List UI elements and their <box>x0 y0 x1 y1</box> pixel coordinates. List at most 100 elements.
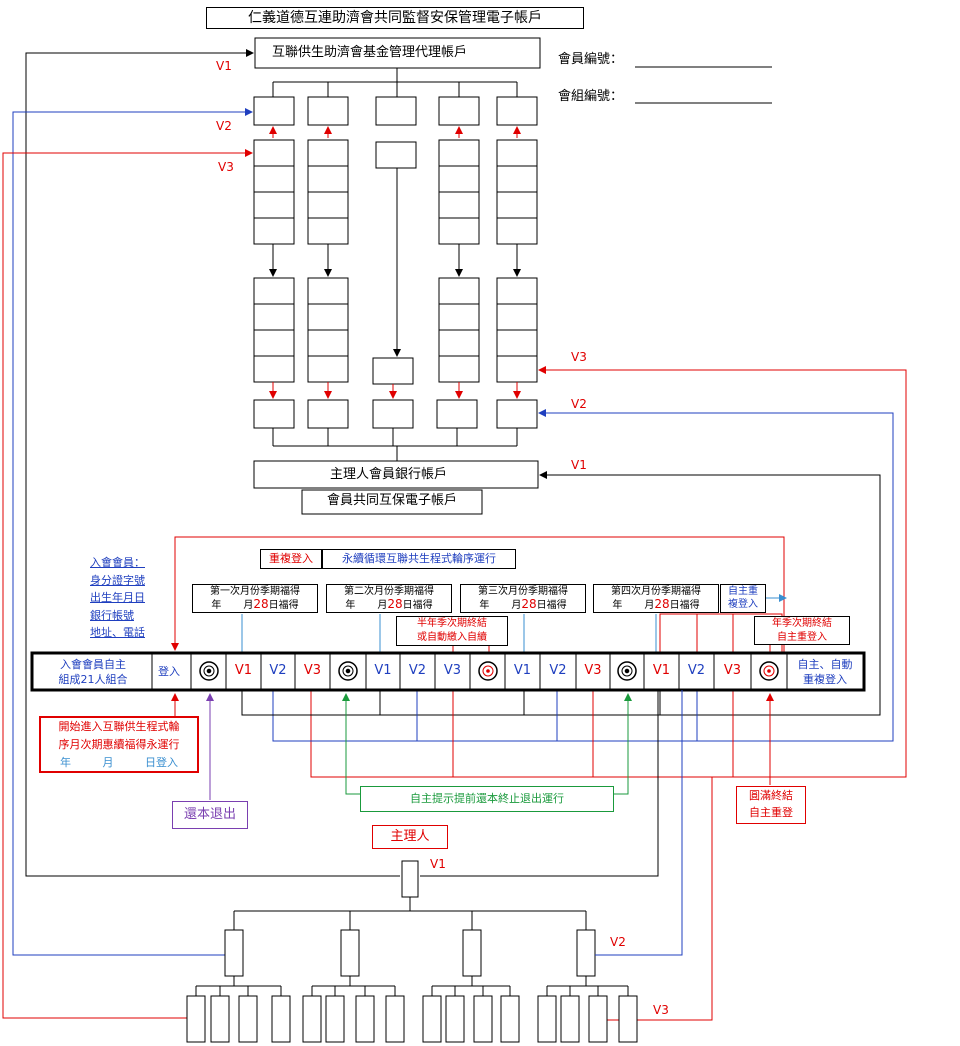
bottom-box-2 <box>307 399 349 429</box>
period-year: 年 <box>211 600 222 611</box>
join-info-id: 身分證字號 <box>90 573 145 587</box>
member-leaf-node <box>302 995 322 1043</box>
member-leaf-node <box>473 995 493 1043</box>
start-box: 開始進入互聯供生程式輪 序月次期惠續福得永運行 年 月 日登入 <box>39 716 199 773</box>
flow-label-v3-right: V3 <box>571 350 587 364</box>
period-day-suffix: 日福得 <box>402 600 433 611</box>
sub-node-4 <box>576 929 596 977</box>
strip-last-cell: 自主、自動 重複登入 <box>788 657 862 687</box>
sub-node-2 <box>340 929 360 977</box>
half-year-end-line1: 半年季次期終結 <box>417 618 487 629</box>
period-date: 年月28日福得 <box>461 598 585 612</box>
period-date: 年 月28日福得 <box>594 598 718 612</box>
strip-login: 登入 <box>158 665 180 678</box>
flow-label-v1-right: V1 <box>571 458 587 472</box>
period-day-suffix: 日福得 <box>669 600 700 611</box>
period-box-1: 第一次月份季期福得年月28日福得 <box>192 584 318 613</box>
join-info-birth: 出生年月日 <box>90 591 145 604</box>
period-day-suffix: 日福得 <box>268 600 299 611</box>
period-year: 年 <box>612 600 623 611</box>
flow-label-v3-top: V3 <box>218 160 234 174</box>
half-year-end-line2: 或自動繳入自續 <box>417 632 487 643</box>
period-day-suffix: 日福得 <box>536 600 567 611</box>
join-info-bank: 銀行帳號 <box>90 608 134 622</box>
member-leaf-node <box>325 995 345 1043</box>
cycle-strip <box>30 651 866 692</box>
v1-return-line-left <box>25 49 400 877</box>
member-leaf-node <box>588 995 608 1043</box>
period-month: 月 <box>377 600 388 611</box>
v3-line-right <box>310 366 907 778</box>
fund-account-label: 互聯供生助濟會基金管理代理帳戶 <box>272 45 468 60</box>
strip-v1-cell: V1 <box>513 663 532 678</box>
member-leaf-node <box>560 995 580 1043</box>
fund-account-box <box>254 37 541 69</box>
year-end-line2: 自主重登入 <box>777 632 827 643</box>
top-box-2 <box>307 96 349 126</box>
complete-end-box: 圓滿終結 自主重登 <box>736 786 806 824</box>
flow-label-v2-right: V2 <box>571 397 587 411</box>
period-month: 月 <box>511 600 522 611</box>
top-box-3 <box>375 96 417 126</box>
period-box-2: 第二次月份季期福得年 月28日福得 <box>326 584 452 613</box>
refund-exit-box: 還本退出 <box>172 801 248 829</box>
target-icon <box>199 661 637 681</box>
period-title: 第三次月份季期福得 <box>478 586 568 597</box>
start-date-year: 年 <box>60 756 71 769</box>
period-box-3: 第三次月份季期福得年月28日福得 <box>460 584 586 613</box>
strip-v1-cell: V1 <box>234 663 253 678</box>
strip-v3-cell: V3 <box>443 663 462 678</box>
member-leaf-node <box>186 995 206 1043</box>
strip-v2-cell: V2 <box>408 663 427 678</box>
period-title: 第四次月份季期福得 <box>611 586 701 597</box>
member-leaf-node <box>271 995 291 1043</box>
bottom-box-5 <box>496 399 538 429</box>
period-month: 月 <box>644 600 655 611</box>
period-title: 第一次月份季期福得 <box>210 586 300 597</box>
sub-node-1 <box>224 929 244 977</box>
bottom-box-3 <box>372 399 414 429</box>
self-relogin-line1: 自主重 <box>728 586 758 597</box>
v3-return-line-left <box>2 149 253 1019</box>
group-no-label: 會組編號： <box>558 89 624 104</box>
period-day: 28 <box>387 597 403 611</box>
period-day: 28 <box>253 597 269 611</box>
strip-v3-cell: V3 <box>303 663 322 678</box>
member-leaf-node <box>385 995 405 1043</box>
flow-label-v2-top: V2 <box>216 119 232 133</box>
flow-label-v2-bottom: V2 <box>610 935 626 949</box>
v1-line-right <box>241 471 881 716</box>
year-end-line1: 年季次期終結 <box>772 618 832 629</box>
join-info: 入會會員： 身分證字號 出生年月日 銀行帳號 地址、電話 <box>90 554 145 642</box>
sub-node-3 <box>462 929 482 977</box>
period-day: 28 <box>521 597 537 611</box>
early-exit-box: 自主提示提前還本終止退出運行 <box>360 786 614 812</box>
bottom-box-1 <box>253 399 295 429</box>
period-year: 年 <box>345 600 356 611</box>
member-leaf-node <box>355 995 375 1043</box>
top-box-5 <box>496 96 538 126</box>
single-box-3b <box>372 357 414 385</box>
member-no-label: 會員編號： <box>558 52 624 67</box>
period-date: 年 月28日福得 <box>327 598 451 612</box>
top-box-4 <box>438 96 480 126</box>
top-box-1 <box>253 96 295 126</box>
v2-return-line-left <box>12 108 253 956</box>
member-leaf-node <box>500 995 520 1043</box>
strip-v1-cell: V1 <box>374 663 392 678</box>
shared-account-label: 會員共同互保電子帳戶 <box>326 493 457 508</box>
strip-first-line2: 組成21人組合 <box>58 673 128 686</box>
complete-end-line2: 自主重登 <box>749 806 793 819</box>
start-line2: 序月次期惠續福得永運行 <box>58 738 180 751</box>
strip-first-cell: 入會會員自主 組成21人組合 <box>34 657 152 687</box>
bottom-box-4 <box>436 399 478 429</box>
start-date: 年 月 日登入 <box>41 754 197 772</box>
period-date: 年月28日福得 <box>193 598 317 612</box>
member-leaf-node <box>537 995 557 1043</box>
host-label-box: 主理人 <box>372 825 448 849</box>
period-box-4: 第四次月份季期福得年 月28日福得 <box>593 584 719 613</box>
strip-v2-cell: V2 <box>687 663 706 678</box>
strip-v1-cell: V1 <box>652 663 671 678</box>
period-day: 28 <box>654 597 670 611</box>
period-title: 第二次月份季期福得 <box>344 586 434 597</box>
